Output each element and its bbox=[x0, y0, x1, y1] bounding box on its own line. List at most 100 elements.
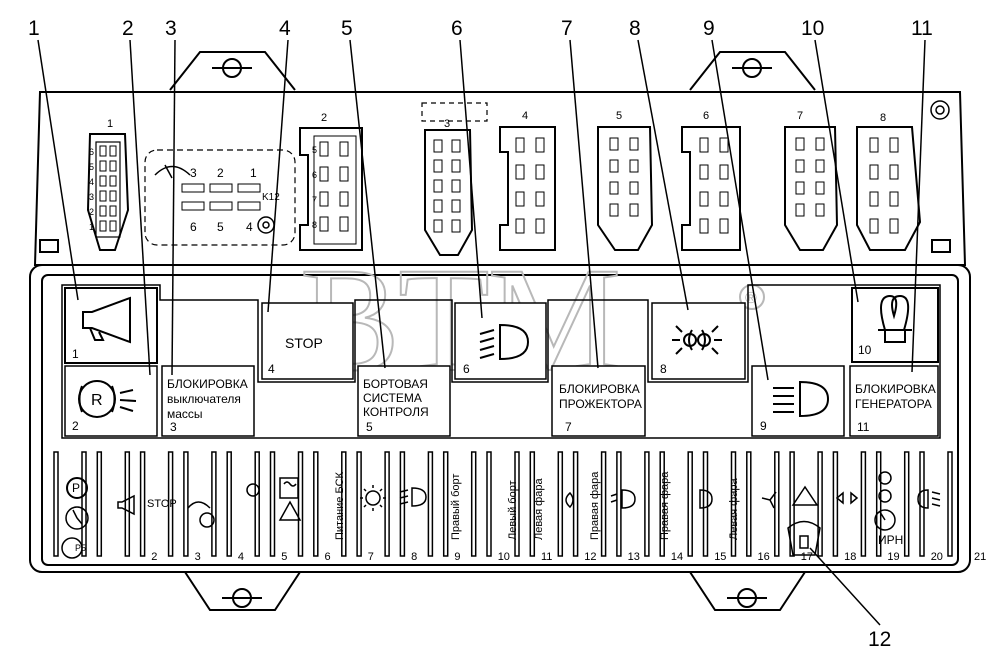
fuse-slot bbox=[875, 451, 910, 557]
callout-3: 3 bbox=[165, 17, 177, 40]
connector-8-number: 8 bbox=[880, 112, 886, 124]
fuse-terminal bbox=[875, 451, 882, 557]
parking-icon: P bbox=[72, 481, 80, 495]
relay-3-line3: массы bbox=[167, 407, 203, 421]
fuse-number: 7 bbox=[368, 551, 374, 563]
warning-triangle-icon bbox=[791, 485, 819, 506]
relay-11-line1: БЛОКИРОВКА bbox=[855, 382, 936, 396]
fuse-terminal bbox=[269, 451, 276, 557]
relay-8: 8 bbox=[651, 302, 746, 380]
fuse-terminal bbox=[702, 451, 709, 557]
callout-6: 6 bbox=[451, 17, 463, 40]
fuse-number: 18 bbox=[844, 551, 856, 563]
high-beam-icon bbox=[773, 380, 830, 418]
rear-fog-icon bbox=[917, 489, 941, 509]
fuse-left-headlight-label: Левая фара bbox=[728, 478, 740, 540]
fuse-terminal bbox=[254, 451, 260, 557]
fuse-right-headlight-label: Правая фара bbox=[659, 471, 671, 540]
fuse-slots bbox=[53, 451, 953, 557]
connector-1-pin-label: 1 bbox=[89, 222, 94, 232]
fuse-terminal bbox=[167, 451, 174, 557]
callout-2: 2 bbox=[122, 17, 134, 40]
fuse-number: 20 bbox=[931, 551, 943, 563]
housing bbox=[29, 51, 971, 611]
fuse-terminal bbox=[687, 451, 693, 557]
fuse-right-headlight-label: Правая фара bbox=[589, 471, 601, 540]
fuse-number: 14 bbox=[671, 551, 683, 563]
fuse-bsk-label: Питание БСК bbox=[334, 471, 346, 540]
relay-5-line3: КОНТРОЛЯ bbox=[363, 405, 429, 419]
fuse-left-side-label: Левый борт bbox=[507, 480, 519, 540]
wiper-small-icon bbox=[187, 501, 211, 509]
relay-11: БЛОКИРОВКА ГЕНЕРАТОРА 11 bbox=[849, 365, 939, 437]
fuse-terminal bbox=[730, 451, 737, 557]
relay-1: 1 bbox=[64, 287, 158, 364]
fuse-slot bbox=[183, 451, 217, 557]
fuse-terminal bbox=[486, 451, 492, 557]
fuse-terminal bbox=[774, 451, 780, 557]
fuse-terminal bbox=[600, 451, 607, 557]
fuse-number: 15 bbox=[714, 551, 726, 563]
socket-pin-label: 3 bbox=[190, 166, 197, 180]
callout-9: 9 bbox=[703, 17, 715, 40]
relay-3-number: 3 bbox=[170, 420, 177, 434]
fuse-slot bbox=[702, 451, 737, 557]
glow-plug-icon bbox=[878, 294, 912, 343]
callout-leaders bbox=[37, 39, 926, 626]
fuse-number: 10 bbox=[498, 551, 510, 563]
fuse-terminal bbox=[529, 451, 536, 557]
fuse-number: 8 bbox=[411, 551, 417, 563]
fuse-terminal bbox=[53, 451, 59, 557]
relay-5-line2: СИСТЕМА bbox=[363, 391, 422, 405]
fuse-terminal bbox=[557, 451, 564, 557]
gauge-icon bbox=[874, 509, 896, 531]
relay-4-text: STOP bbox=[285, 335, 323, 351]
horn-icon bbox=[82, 296, 131, 344]
relay-socket-k12: 3 2 1 6 5 4 K12 bbox=[144, 149, 296, 246]
fuse-slot bbox=[659, 451, 693, 557]
fog-light-icon bbox=[399, 487, 427, 507]
fuse-slot bbox=[53, 451, 87, 557]
headlight-right-icon bbox=[699, 489, 713, 509]
connector-1-pin-label: 5 bbox=[89, 162, 94, 172]
connector-4-number: 4 bbox=[522, 110, 528, 122]
fuse-terminal bbox=[470, 451, 477, 557]
fuse-slot bbox=[442, 451, 477, 557]
callout-11: 11 bbox=[911, 17, 933, 40]
fuse-slot bbox=[139, 451, 174, 557]
fuse-number: 21 bbox=[974, 551, 986, 563]
connector-1-number: 1 bbox=[107, 118, 113, 130]
relay-2: R 2 bbox=[64, 365, 158, 437]
fuse-terminal bbox=[817, 451, 823, 557]
fuse-terminal bbox=[442, 451, 449, 557]
connector-7: 7 bbox=[784, 110, 839, 251]
connector-1-pin-label: 6 bbox=[89, 147, 94, 157]
connector-8: 8 bbox=[856, 112, 922, 251]
fuse-row: P P5 STOP ИРН Питание bbox=[53, 451, 986, 563]
relay-7-number: 7 bbox=[565, 420, 572, 434]
fuse-number: 17 bbox=[801, 551, 813, 563]
relay-11-line2: ГЕНЕРАТОРА bbox=[855, 397, 932, 411]
marker-light-icon bbox=[565, 491, 574, 509]
fuse-left-headlight-label: Левая фара bbox=[533, 478, 545, 540]
connector-7-number: 7 bbox=[797, 110, 803, 122]
side-light-icon bbox=[672, 325, 722, 355]
fuse-12-icon bbox=[787, 520, 821, 556]
instrument-light-icon bbox=[365, 490, 381, 506]
relay-5-number: 5 bbox=[366, 420, 373, 434]
fuse-number: 2 bbox=[151, 551, 157, 563]
fuse-number: 13 bbox=[628, 551, 640, 563]
connector-2-pin-label: 6 bbox=[312, 170, 317, 180]
socket-pin-label: 5 bbox=[217, 220, 224, 234]
callout-numbers: 1 2 3 4 5 6 7 8 9 10 11 12 bbox=[28, 17, 933, 651]
low-beam-icon bbox=[479, 323, 530, 361]
fuse-slot bbox=[313, 451, 347, 557]
relay-7-line2: ПРОЖЕКТОРА bbox=[559, 397, 642, 411]
fuse-slot bbox=[919, 451, 953, 557]
relay-10-number: 10 bbox=[858, 343, 872, 357]
callout-10: 10 bbox=[801, 17, 824, 40]
connector-5: 5 bbox=[597, 110, 654, 251]
connector-5-number: 5 bbox=[616, 110, 622, 122]
fuse-terminal bbox=[644, 451, 650, 557]
